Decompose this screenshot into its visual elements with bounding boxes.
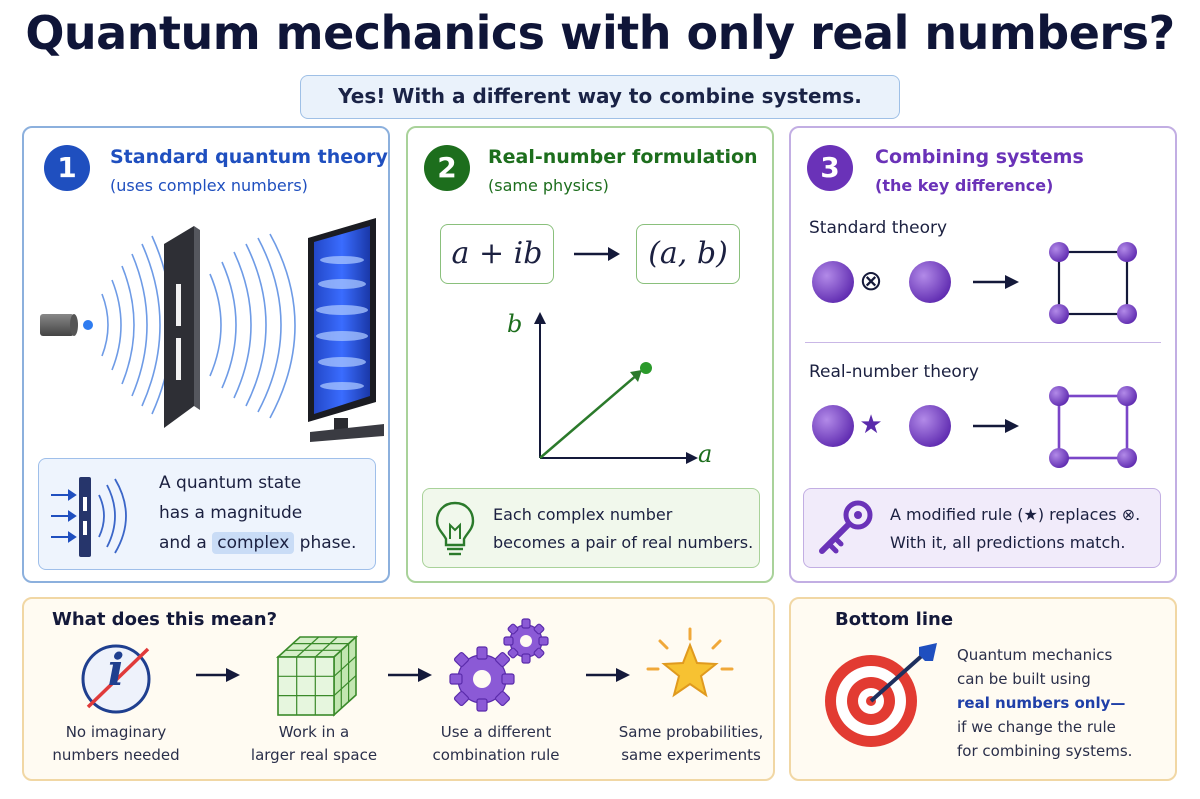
mini-slit-icon [51, 477, 127, 557]
panel1-info-box: A quantum state has a magnitude and a co… [38, 458, 376, 570]
panel3-subtitle: (the key difference) [875, 176, 1054, 195]
arrow-right-icon [196, 668, 240, 682]
standard-combination-diagram [812, 242, 1137, 324]
vector-plot [534, 312, 698, 464]
panel-combining-systems: 3 Combining systems (the key difference)… [789, 126, 1177, 583]
bottom-line-text-5: for combining systems. [957, 742, 1133, 760]
star-product-icon: ★ [859, 410, 883, 440]
step-real-space-line1: Work in a [278, 723, 350, 741]
arrow-right-icon [1005, 275, 1019, 289]
step-no-imaginary-caption: No imaginary numbers needed [36, 721, 196, 767]
combined-system-icon [1057, 394, 1129, 460]
step-combination-rule-line1: Use a different [440, 723, 552, 741]
panel3-info-box: A modified rule (★) replaces ⊗. With it,… [803, 488, 1161, 568]
step-number-3: 3 [807, 145, 853, 191]
panel1-info-line3-pre: and a [159, 533, 207, 553]
page-title: Quantum mechanics with only real numbers… [25, 6, 1175, 60]
target-icon [825, 643, 937, 747]
panel-what-it-means: What does this mean? i No imaginary numb… [22, 597, 775, 781]
panel-bottom-line: Bottom line Quantum mechanics can be bui… [789, 597, 1177, 781]
arrow-right-icon [574, 247, 620, 261]
panel-real-formulation: 2 Real-number formulation (same physics)… [406, 126, 774, 583]
panel2-title: Real-number formulation [488, 146, 758, 168]
imaginary-unit-symbol: i [107, 645, 125, 696]
bottom-line-title: Bottom line [835, 609, 954, 630]
no-imaginary-icon [81, 644, 151, 714]
step-number-1: 1 [44, 145, 90, 191]
incoming-waves-icon [101, 235, 173, 415]
vector-line [539, 373, 639, 459]
system-b-icon [909, 261, 951, 303]
real-combination-diagram [812, 386, 1137, 468]
arrow-right-icon [388, 668, 432, 682]
star-burst-icon [646, 627, 734, 698]
panel1-info-line1: A quantum state [159, 473, 302, 493]
panel2-info-line1: Each complex number [493, 505, 673, 524]
step-same-results-line2: same experiments [621, 746, 761, 764]
bottom-line-text: Quantum mechanics can be built using rea… [957, 643, 1132, 763]
complex-highlight: complex [212, 532, 295, 554]
step-combination-rule-caption: Use a different combination rule [416, 721, 576, 767]
x-axis-label: a [698, 440, 713, 468]
bottom-line-text-1: Quantum mechanics [957, 646, 1113, 664]
system-a-icon [812, 261, 854, 303]
combined-system-icon [1057, 250, 1129, 316]
step-real-space-line2: larger real space [250, 746, 378, 764]
vector-point [640, 362, 652, 374]
step-same-results-line1: Same probabilities, [618, 723, 764, 741]
panel3-info-line1: A modified rule (★) replaces ⊗. [890, 505, 1141, 524]
bottom-line-emphasis: real numbers only— [957, 694, 1126, 712]
lightbulb-icon [435, 501, 475, 556]
slit-barrier-icon [164, 226, 194, 428]
y-axis-label: b [507, 310, 523, 338]
step-number-2: 2 [424, 145, 470, 191]
panel2-subtitle: (same physics) [488, 176, 609, 195]
step-real-space-caption: Work in a larger real space [234, 721, 394, 767]
panel1-info-line3-post: phase. [299, 533, 357, 553]
system-b-icon [909, 405, 951, 447]
panel1-subtitle: (uses complex numbers) [110, 176, 308, 195]
bottom-line-text-4: if we change the rule [957, 718, 1116, 736]
panel1-title: Standard quantum theory [110, 146, 388, 168]
step-combination-rule-line2: combination rule [432, 746, 560, 764]
particle-icon [83, 320, 93, 330]
system-a-icon [812, 405, 854, 447]
divider [805, 342, 1161, 343]
real-pair-expression: (a, b) [636, 224, 740, 284]
arrow-right-icon [1005, 419, 1019, 433]
page-subtitle: Yes! With a different way to combine sys… [300, 75, 900, 119]
arrow-right-icon [586, 668, 630, 682]
standard-theory-label: Standard theory [809, 218, 948, 238]
tensor-product-icon: ⊗ [859, 264, 883, 297]
key-icon [819, 500, 873, 554]
panel1-info-line2: has a magnitude [159, 503, 303, 523]
step-no-imaginary-line1: No imaginary [65, 723, 167, 741]
particle-source-icon [40, 314, 74, 336]
panel2-info-line2: becomes a pair of real numbers. [493, 533, 754, 552]
real-space-cube-icon [275, 635, 359, 717]
step-no-imaginary-line2: numbers needed [52, 746, 180, 764]
real-theory-label: Real-number theory [809, 362, 979, 382]
panel-standard-theory: 1 Standard quantum theory (uses complex … [22, 126, 390, 583]
panel3-title: Combining systems [875, 146, 1084, 168]
step-same-results-caption: Same probabilities, same experiments [606, 721, 776, 767]
panel3-info-line2: With it, all predictions match. [890, 533, 1126, 552]
panel1-info-line3: and a complex phase. [159, 532, 357, 554]
complex-number-expression: a + ib [440, 224, 554, 284]
panel2-info-box: Each complex number becomes a pair of re… [422, 488, 760, 568]
gears-icon [449, 618, 549, 712]
bottom-line-text-2: can be built using [957, 670, 1091, 688]
double-slit-illustration [40, 218, 384, 442]
meaning-title: What does this mean? [52, 609, 278, 630]
diffracted-waves-icon [209, 233, 296, 419]
